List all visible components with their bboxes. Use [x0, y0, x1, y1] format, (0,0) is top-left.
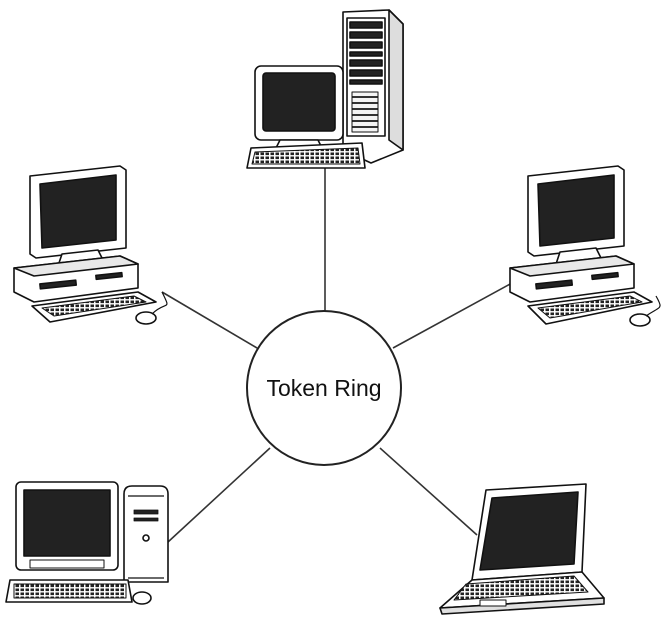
mac-tower-bottom-left-icon: [5, 481, 169, 605]
link-to-laptop: [379, 447, 478, 536]
connection-lines: [161, 168, 513, 543]
desktop-right-icon: [509, 165, 661, 327]
laptop-icon: [439, 483, 605, 615]
token-ring-label: Token Ring: [266, 375, 381, 401]
server-workstation-icon: [246, 9, 404, 169]
link-to-desktop-left: [161, 291, 258, 349]
link-to-desktop-right: [392, 282, 513, 349]
desktop-left-icon: [13, 165, 168, 325]
token-ring-hub: Token Ring: [246, 310, 402, 466]
link-to-mac-tower: [167, 447, 271, 543]
